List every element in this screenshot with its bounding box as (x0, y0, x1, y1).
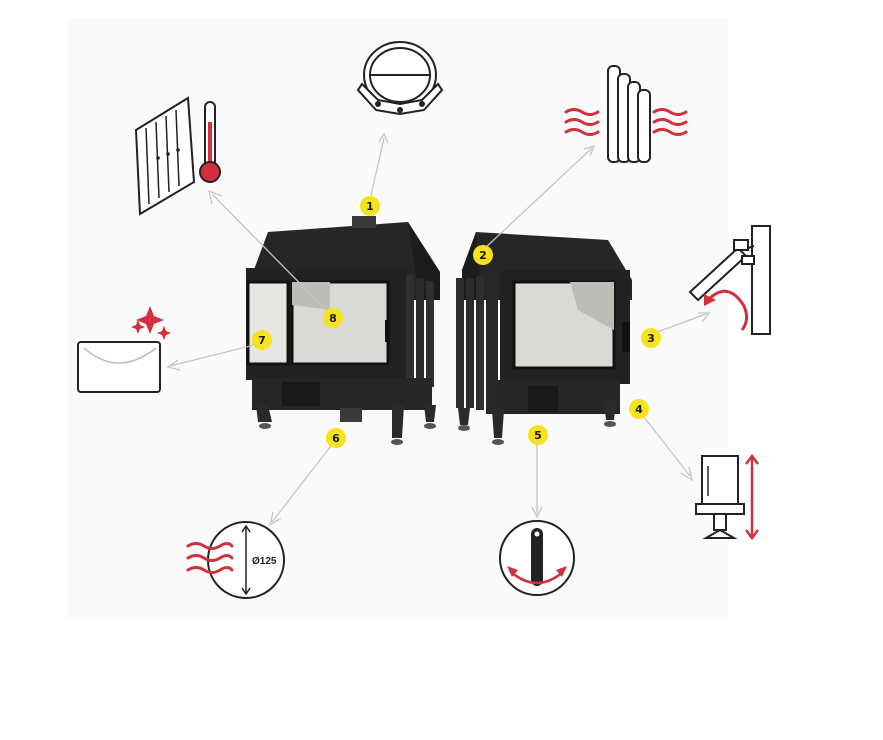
badge-number: 2 (479, 249, 487, 262)
badge-circle (360, 196, 380, 216)
badge-circle (473, 245, 493, 265)
badge-number: 7 (258, 334, 266, 347)
flue-collar-icon (356, 41, 444, 116)
adjustable-feet-icon (695, 453, 759, 541)
number-badges: 1 2 3 4 5 6 7 8 (252, 196, 661, 448)
badge-8: 8 (323, 308, 343, 328)
badge-circle (528, 425, 548, 445)
badge-2: 2 (473, 245, 493, 265)
convection-fins-icon (564, 65, 688, 163)
badge-number: 4 (635, 403, 643, 416)
right-fireplace-insert (456, 232, 632, 445)
lift-door-icon (688, 225, 771, 335)
left-glass-side (246, 280, 290, 366)
badge-circle (629, 399, 649, 419)
air-inlet-diameter-label: Ø125 (252, 556, 277, 567)
badge-4: 4 (629, 399, 649, 419)
badge-number: 8 (329, 312, 337, 325)
connector-lines (166, 132, 711, 527)
left-fireplace-insert (246, 216, 440, 445)
heat-retaining-liner-icon (134, 96, 221, 216)
badge-5: 5 (528, 425, 548, 445)
badge-circle (641, 328, 661, 348)
badge-circle (326, 428, 346, 448)
badge-number: 1 (366, 200, 374, 213)
badge-number: 6 (332, 432, 340, 445)
badge-circle (252, 330, 272, 350)
badge-3: 3 (641, 328, 661, 348)
badge-number: 5 (534, 429, 542, 442)
self-cleaning-glass-icon (77, 306, 171, 393)
badge-number: 3 (647, 332, 655, 345)
badge-6: 6 (326, 428, 346, 448)
air-inlet-diameter-icon: Ø125 (186, 521, 285, 599)
air-control-lever-icon (499, 520, 575, 596)
badge-1: 1 (360, 196, 380, 216)
badge-7: 7 (252, 330, 272, 350)
badge-circle (323, 308, 343, 328)
